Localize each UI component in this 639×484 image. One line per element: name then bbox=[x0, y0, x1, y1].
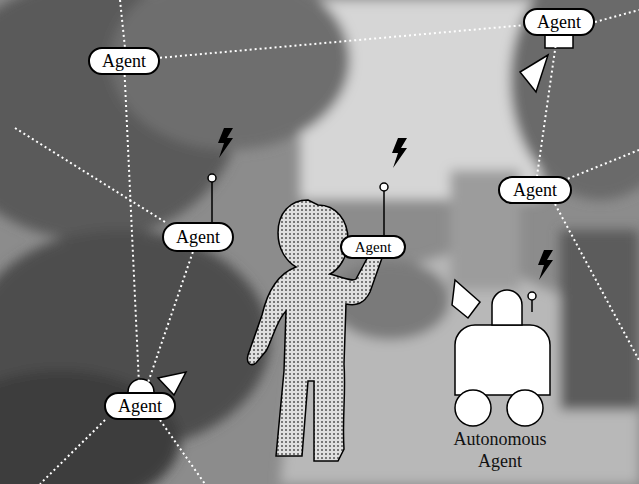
agent-label: Agent bbox=[537, 12, 581, 33]
lightning-symbol bbox=[218, 128, 553, 280]
sensor-lines bbox=[15, 0, 639, 484]
agent-label: Agent bbox=[176, 227, 220, 248]
dotted-line bbox=[145, 252, 193, 392]
dotted-line bbox=[537, 36, 557, 176]
dotted-link bbox=[145, 252, 193, 392]
agent-box: Agent bbox=[340, 235, 406, 259]
antenna bbox=[208, 174, 536, 312]
dotted-link bbox=[160, 25, 523, 58]
dotted-line bbox=[160, 25, 523, 58]
agent-box: Agent bbox=[162, 222, 234, 252]
agent-label: Agent bbox=[102, 51, 146, 72]
agent-label: Agent bbox=[513, 180, 557, 201]
dotted-link bbox=[125, 75, 140, 392]
agent-label: Agent bbox=[118, 396, 162, 417]
agent-label: Agent bbox=[355, 239, 392, 256]
robot-caption: Autonomous Agent bbox=[445, 428, 555, 472]
agent-box: Agent bbox=[88, 47, 160, 75]
agent-box: Agent bbox=[498, 176, 572, 204]
robot bbox=[452, 280, 550, 426]
dotted-link bbox=[537, 36, 557, 176]
camera bbox=[128, 22, 573, 398]
agent-box: Agent bbox=[523, 8, 595, 36]
agent-box: Agent bbox=[104, 392, 176, 420]
dotted-line bbox=[125, 75, 140, 392]
